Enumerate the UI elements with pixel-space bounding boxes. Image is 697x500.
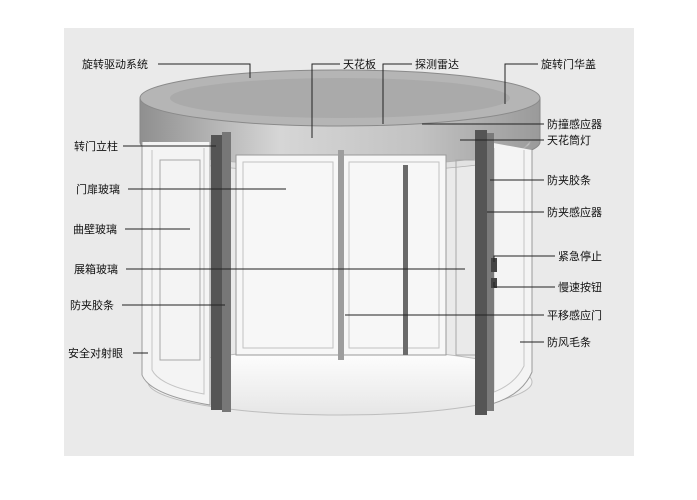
leader-emergency-stop [493,255,555,262]
rear-mullion [403,165,408,355]
label-ceiling-panel: 天花板 [343,58,376,71]
label-emergency-stop: 紧急停止 [558,250,602,263]
label-display-glass: 展箱玻璃 [74,263,118,276]
leader-radar [382,63,412,124]
emergency-stop-box [491,258,497,272]
label-sliding-door-sensor: 平移感应门 [547,309,602,322]
label-safety-eye: 安全对射眼 [68,347,123,360]
label-canopy: 旋转门华盖 [541,58,596,71]
label-drive-system: 旋转驱动系统 [82,58,148,71]
label-anti-pinch-strip-right: 防夹胶条 [547,174,591,187]
leader-drive-system [158,63,251,78]
pillar-right [475,130,487,415]
left-curved-wall-inner [151,148,205,395]
label-curved-wall-glass: 曲壁玻璃 [73,223,117,236]
label-slow-speed-button: 慢速按钮 [558,281,602,294]
left-curved-wall [141,142,211,406]
leader-lines [122,63,555,354]
label-anti-pinch-strip-left: 防夹胶条 [70,299,114,312]
leader-slow-button [493,282,555,288]
canopy-top-inner [170,78,510,118]
pillar-left [211,135,222,410]
pillar-left-side [222,132,231,412]
door-leaf-right-inner [348,161,440,349]
label-leaf-glass: 门扉玻璃 [76,183,120,196]
door-leaf-left [235,154,341,356]
center-shaft [338,150,344,360]
right-curved-wall-inner [493,148,525,393]
right-curved-wall [487,142,533,406]
label-anti-collision-sensor: 防撞感应器 [547,118,602,131]
label-weather-strip: 防风毛条 [547,336,591,349]
label-anti-pinch-sensor: 防夹感应器 [547,206,602,219]
label-radar: 探测雷达 [415,58,459,71]
label-ceiling-downlight: 天花筒灯 [547,134,591,147]
leader-canopy [504,63,538,104]
leader-ceiling-panel [311,63,340,138]
label-pillar: 转门立柱 [74,140,118,153]
door-leaf-right [341,154,447,356]
side-pane-left [159,159,201,361]
door-leaf-left-inner [242,161,334,349]
pillar-right-side [487,133,494,411]
